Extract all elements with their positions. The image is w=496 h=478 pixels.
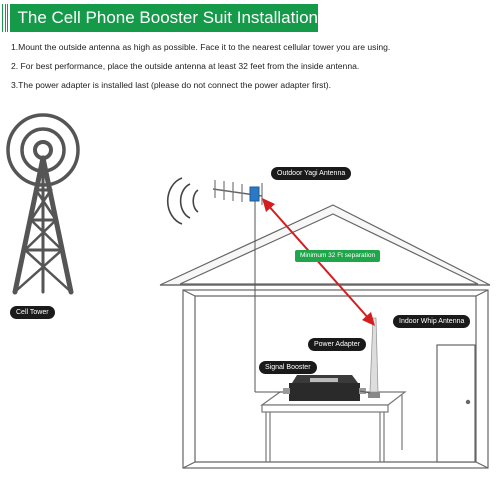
whip-antenna-icon	[359, 317, 380, 398]
header-stripe	[4, 4, 5, 32]
cell-tower-label: Cell Tower	[10, 306, 55, 319]
header-banner: The Cell Phone Booster Suit Installation	[0, 4, 319, 32]
signal-booster-label: Signal Booster	[259, 361, 317, 374]
signal-wave-icon	[166, 177, 199, 225]
separation-label: Minimum 32 Ft separation	[295, 250, 381, 262]
indoor-antenna-label: Indoor Whip Antenna	[393, 315, 471, 328]
header-stripe	[7, 4, 8, 32]
instruction-1: 1.Mount the outside antenna as high as p…	[11, 42, 391, 52]
outdoor-antenna-label: Outdoor Yagi Antenna	[271, 167, 352, 180]
header-stripe	[2, 4, 3, 32]
page-title: The Cell Phone Booster Suit Installation	[9, 4, 319, 32]
yagi-antenna-icon	[212, 180, 263, 392]
separation-arrow	[262, 198, 375, 326]
power-adapter-label: Power Adapter	[308, 338, 366, 351]
cell-tower-icon	[6, 113, 80, 295]
instruction-3: 3.The power adapter is installed last (p…	[11, 80, 332, 90]
signal-booster-icon	[283, 375, 366, 401]
instruction-2: 2. For best performance, place the outsi…	[11, 61, 360, 71]
door-icon	[436, 344, 476, 463]
